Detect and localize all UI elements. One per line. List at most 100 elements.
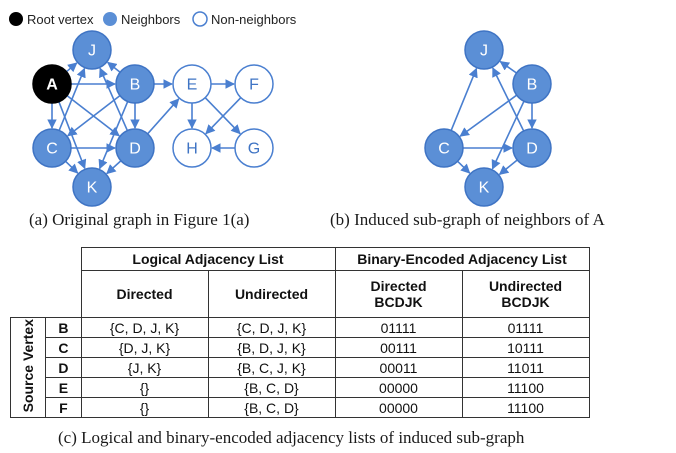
graph-a-node-label-J: J [88, 43, 96, 60]
graph-b-edge-C-J [450, 67, 478, 131]
binary-group-header: Binary-Encoded Adjacency List [334, 247, 590, 271]
graph-a-node-label-H: H [186, 141, 198, 158]
undirected-cell: {B, C, J, K} [207, 357, 336, 378]
col-bin-undirected-line2: BCDJK [501, 294, 550, 310]
table-corner-2 [11, 271, 82, 318]
graph-a-node-circle-E [172, 64, 212, 104]
graph-b-node-B: B [512, 64, 552, 104]
graph-b-node-label-J: J [480, 43, 488, 60]
graph-a-node-circle-J [72, 30, 112, 70]
legend-neighbor-label: Neighbors [121, 12, 181, 27]
graph-b-node-label-C: C [438, 141, 450, 158]
graph-a-node-D: D [115, 128, 155, 168]
graph-a-edge-C-K [65, 160, 79, 174]
caption-b: (b) Induced sub-graph of neighbors of A [330, 210, 605, 229]
binary-directed-cell: 01111 [334, 317, 463, 338]
binary-undirected-cell: 10111 [461, 337, 590, 358]
directed-cell: {} [80, 377, 209, 398]
undirected-cell: {B, C, D} [207, 397, 336, 418]
legend-neighbor-swatch [103, 12, 117, 26]
graph-a-node-label-D: D [129, 141, 141, 158]
col-bin-undirected-line1: Undirected [488, 278, 563, 294]
logical-group-header: Logical Adjacency List [80, 247, 336, 271]
graph-b-node-label-D: D [526, 141, 538, 158]
source-cell: B [45, 317, 82, 338]
graph-a-node-label-G: G [248, 141, 260, 158]
col-bin-directed-line1: Directed [370, 278, 427, 294]
graph-b-node-J: J [464, 30, 504, 70]
graph-b-node-circle-D [512, 128, 552, 168]
graph-a-node-label-K: K [87, 180, 98, 197]
legend-root-label: Root vertex [27, 12, 94, 27]
graph-a-node-H: H [172, 128, 212, 168]
col-bin-directed: Directed BCDJK [334, 270, 463, 318]
undirected-cell: {B, C, D} [207, 377, 336, 398]
graph-a-node-circle-G [234, 128, 274, 168]
col-bin-undirected: Undirected BCDJK [461, 270, 590, 318]
graph-b-node-C: C [424, 128, 464, 168]
directed-cell: {} [80, 397, 209, 418]
binary-directed-cell: 00111 [334, 337, 463, 358]
col-bin-directed-line2: BCDJK [374, 294, 423, 310]
binary-undirected-cell: 01111 [461, 317, 590, 338]
graph-a-node-A: A [32, 64, 72, 104]
graph-a-node-circle-A [32, 64, 72, 104]
graph-a-node-label-E: E [187, 77, 198, 94]
graph-a-edge-B-C [67, 94, 121, 137]
source-cell: E [45, 377, 82, 398]
graph-a: AJ B C D K E F H G [32, 30, 274, 207]
source-vertex-header: Source Vertex [9, 317, 47, 418]
binary-undirected-cell: 11011 [461, 357, 590, 378]
graph-a-node-B: B [115, 64, 155, 104]
graph-b-node-K: K [464, 167, 504, 207]
graph-b-edge-C-K [457, 160, 471, 174]
graph-b-edge-B-C [459, 94, 518, 137]
graph-a-node-C: C [32, 128, 72, 168]
graph-a-node-circle-K [72, 167, 112, 207]
graph-a-node-circle-C [32, 128, 72, 168]
source-vertex-label: Source Vertex [20, 319, 37, 413]
graph-b-edge-D-J [492, 67, 525, 132]
graph-a-node-F: F [234, 64, 274, 104]
binary-undirected-cell: 11100 [461, 397, 590, 418]
graph-b-node-circle-B [512, 64, 552, 104]
legend-root-swatch [9, 12, 23, 26]
legend: Root vertex Neighbors Non-neighbors [9, 11, 297, 27]
graph-figures: Root vertex Neighbors Non-neighbors AJBC… [9, 11, 552, 207]
graph-b: J B C D K [424, 30, 552, 207]
col-directed: Directed [80, 270, 209, 318]
graph-b-edge-B-J [499, 60, 517, 74]
graph-a-edge-D-K [106, 160, 122, 175]
graph-a-edge-F-H [205, 97, 242, 135]
undirected-cell: {C, D, J, K} [207, 317, 336, 338]
graph-a-edge-D-E [147, 98, 180, 135]
source-cell: C [45, 337, 82, 358]
col-undirected: Undirected [207, 270, 336, 318]
graph-a-node-circle-B [115, 64, 155, 104]
graph-b-node-circle-J [464, 30, 504, 70]
graph-a-node-label-C: C [46, 141, 58, 158]
graph-a-edge-C-J [58, 67, 86, 131]
graph-b-edge-B-K [491, 100, 525, 170]
graph-b-edge-D-K [498, 159, 518, 176]
binary-directed-cell: 00000 [334, 397, 463, 418]
graph-a-node-G: G [234, 128, 274, 168]
graph-a-node-label-B: B [130, 77, 141, 94]
graph-a-node-circle-F [234, 64, 274, 104]
source-cell: D [45, 357, 82, 378]
graph-a-edge-A-J [65, 62, 78, 73]
graph-a-edge-D-J [99, 67, 129, 131]
binary-undirected-cell: 11100 [461, 377, 590, 398]
adjacency-table: Logical Adjacency List Binary-Encoded Ad… [9, 247, 590, 418]
undirected-cell: {B, D, J, K} [207, 337, 336, 358]
legend-non-neighbor-label: Non-neighbors [211, 12, 297, 27]
directed-cell: {J, K} [80, 357, 209, 378]
graph-a-node-E: E [172, 64, 212, 104]
directed-cell: {D, J, K} [80, 337, 209, 358]
binary-directed-cell: 00011 [334, 357, 463, 378]
